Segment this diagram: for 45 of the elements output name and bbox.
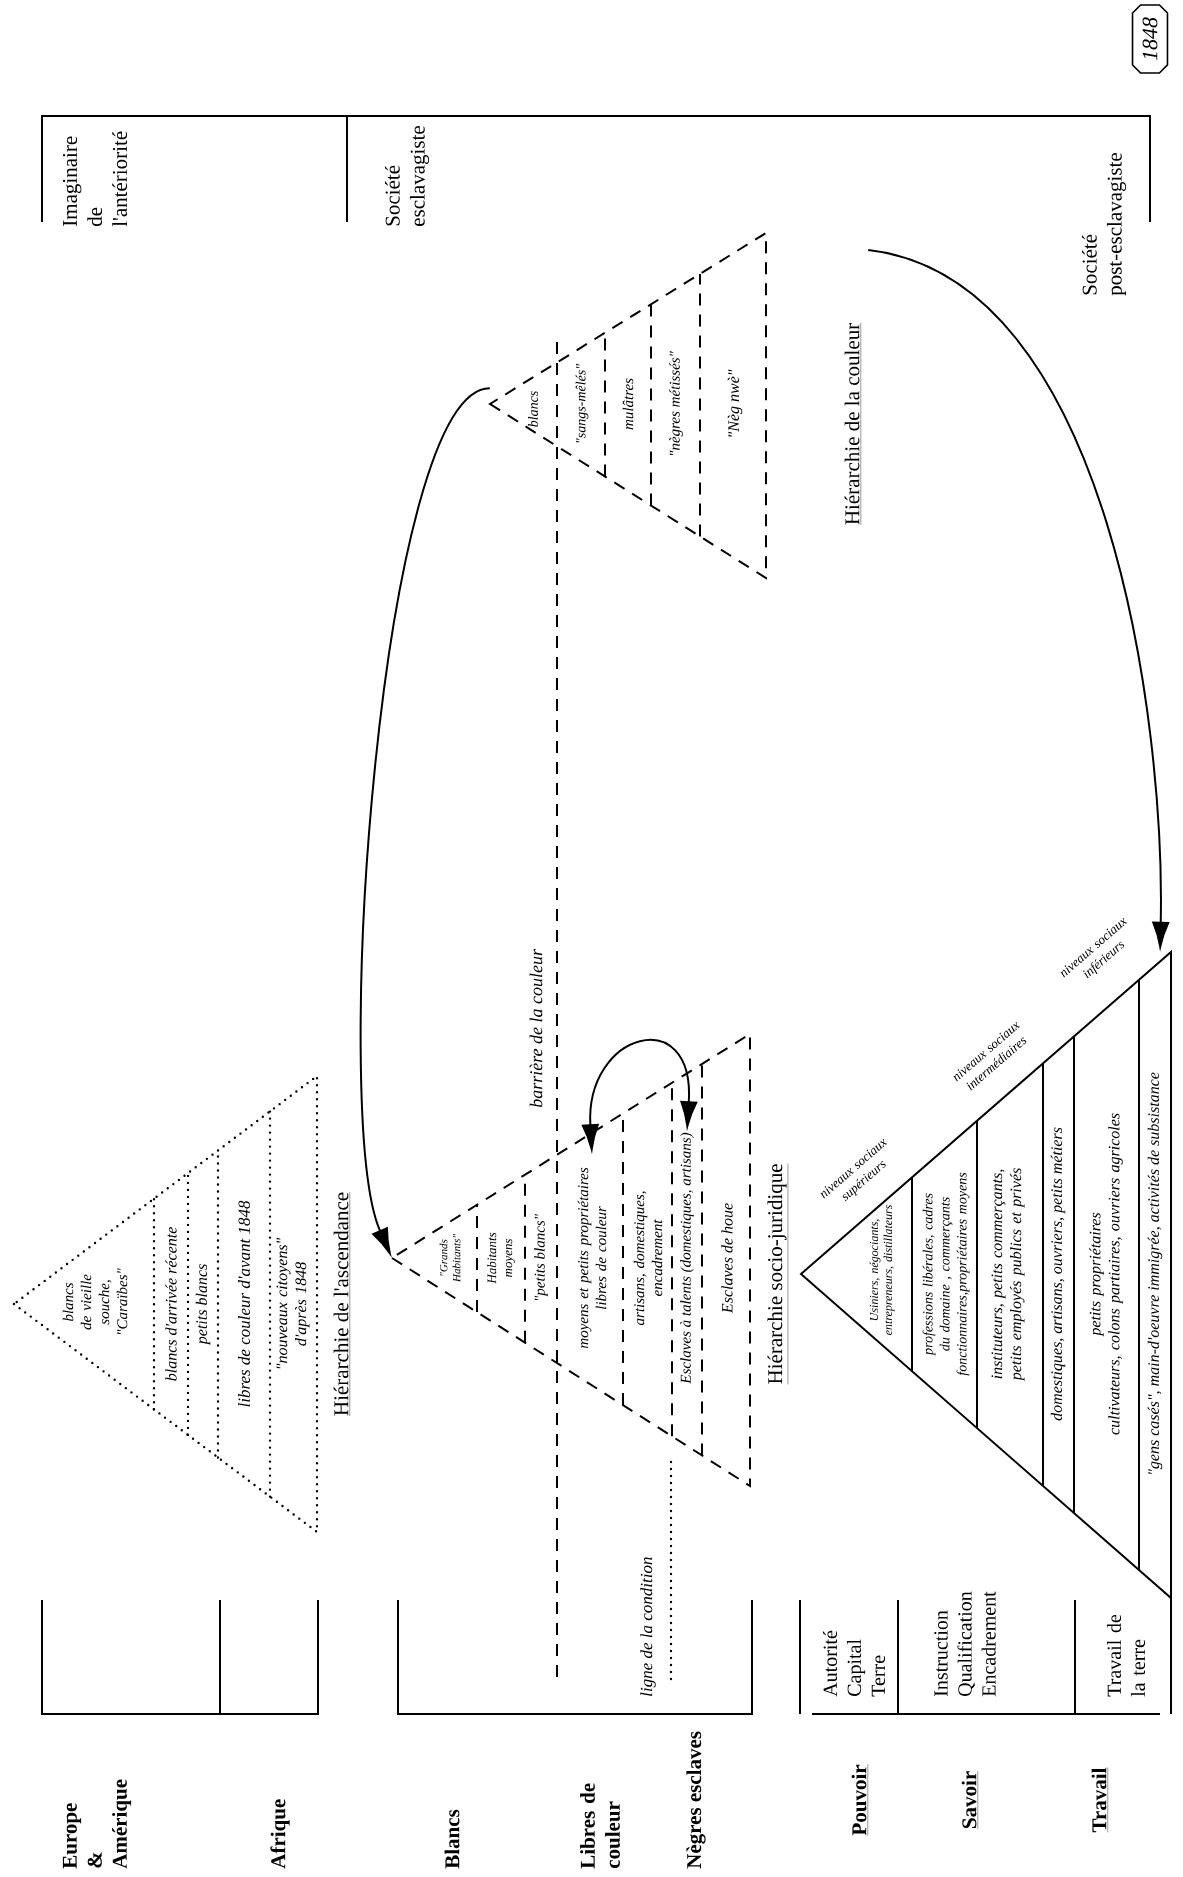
tier-label: "nouveaux citoyens" d'après 1848: [276, 1237, 310, 1369]
row-label: Pouvoir: [851, 1764, 868, 1836]
arrow: [359, 387, 491, 1255]
tier-label: Habitants moyens: [487, 1232, 515, 1284]
tier-label: Usiniers, négociants, entrepreneurs, distillateurs: [869, 1204, 895, 1335]
tier-label: blancs de vieille souche, "Caraïbes": [62, 1268, 128, 1334]
tier-label: instituteurs, petits commerçants, petits employés publics et privés: [991, 1168, 1025, 1382]
tier-label: moyens et petits propriétaires libres de couleur: [577, 1167, 607, 1349]
row-label: Blancs: [444, 1809, 460, 1869]
tier-label: domestiques, artisans, ouvriers, petits métiers: [1050, 1127, 1066, 1421]
node-label: Hiérarchie de l'ascendance: [333, 1192, 349, 1416]
arrow: [581, 1038, 698, 1151]
tier-label: "nègres métissés": [669, 351, 683, 455]
tier-label: artisans, domestiques, encadrement: [633, 1191, 663, 1326]
tier-label: Esclaves à talents (domestiques, artisans): [680, 1132, 694, 1384]
period-label: Société esclavagiste: [384, 126, 430, 226]
tier-label: "sangs-mêlés": [575, 363, 589, 443]
tier-label: "petits blancs": [534, 1213, 548, 1301]
row-label: Europe & Amérique: [62, 1779, 132, 1869]
node-label: Hiérarchie de la couleur: [844, 322, 860, 525]
tier-label: mulâtres: [622, 378, 634, 430]
line-label: barrière de la couleur: [529, 948, 543, 1108]
tier-label: "Nèg nwè": [727, 369, 743, 437]
row-label: Nègres esclaves: [686, 1731, 706, 1869]
row-label: Travail: [1091, 1767, 1108, 1833]
tier-label: petits blancs: [195, 1264, 211, 1346]
criteria-label: Travail de la terre: [1106, 1614, 1146, 1697]
period-label: Société post-esclavagiste: [1081, 153, 1127, 296]
row-label: Savoir: [961, 1770, 978, 1830]
period-label: Imaginaire de l'antériorité: [62, 131, 128, 227]
tier-label: Esclaves de houe: [721, 1203, 733, 1314]
line-label: ligne de la condition: [640, 1557, 656, 1696]
tier-label: blancs: [528, 391, 538, 427]
criteria-label: Autorité Capital Terre: [822, 1630, 886, 1697]
row-label: Afrique: [270, 1799, 290, 1869]
tier-label: libres de couleur d'avant 1848: [238, 1200, 250, 1407]
criteria-label: Instruction Qualification Encadrement: [934, 1591, 996, 1697]
year-badge: 1848: [1131, 4, 1169, 74]
row-label: Libres de couleur: [580, 1783, 620, 1869]
tier-label: blancs d'arrivée récente: [165, 1227, 177, 1381]
node-label: Hiérarchie socio-juridique: [767, 1164, 787, 1384]
tier-label: "Grands Habitants": [439, 1233, 461, 1283]
tier-label: petits propriétaires cultivateurs, colons partiaires, ouvriers agricoles: [1089, 1113, 1123, 1435]
tier-label: "gens casés", main-d'oeuvre immigrée, activités de subsistance: [1147, 1072, 1163, 1474]
tier-label: professions libérales, cadres du domaine , commerçants fonctionnaires,propriétaires moyens: [922, 1172, 970, 1376]
